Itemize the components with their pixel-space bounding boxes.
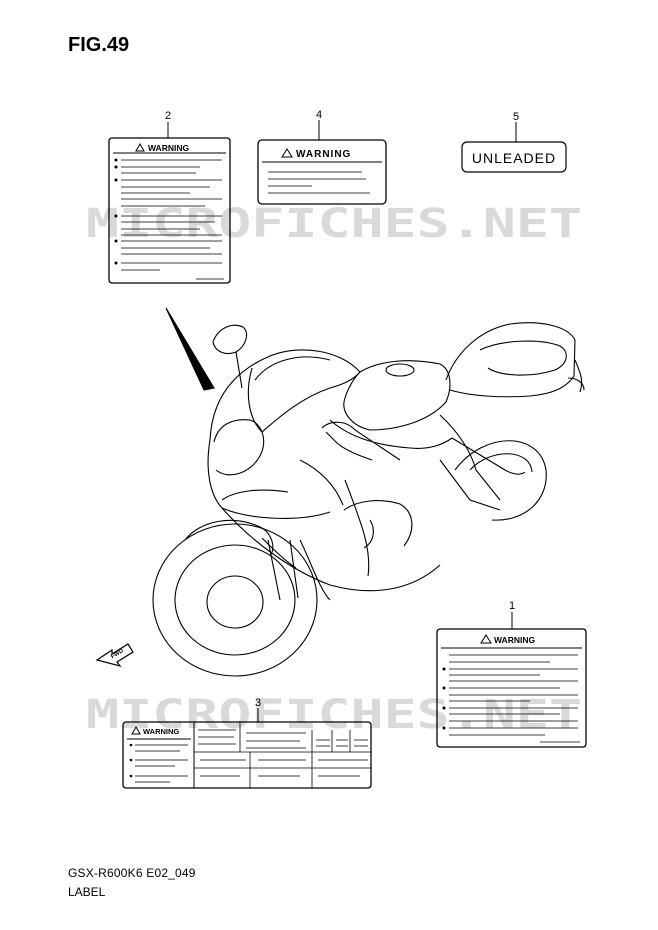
motorcycle-illustration <box>152 307 585 677</box>
label-5 <box>461 122 567 173</box>
label-1-warning-text: WARNING <box>494 635 535 645</box>
label-2 <box>108 122 231 284</box>
warning-triangle-icons <box>131 142 492 735</box>
callout-4: 4 <box>316 109 322 121</box>
figure-title: FIG.49 <box>68 34 130 56</box>
watermark-bottom: MICROFICHES.NET <box>86 692 582 738</box>
callout-3: 3 <box>255 697 261 709</box>
label-1 <box>436 612 587 748</box>
watermark-top: MICROFICHES.NET <box>86 201 582 247</box>
figure-code: GSX-R600K6 E02_049 <box>68 866 196 880</box>
label-4-warning-text: WARNING <box>296 149 351 160</box>
label-3 <box>122 708 372 789</box>
unleaded-text: UNLEADED <box>472 150 556 166</box>
label-3-warning-text: WARNING <box>143 727 179 736</box>
callout-5: 5 <box>513 111 519 123</box>
figure-name: LABEL <box>68 885 106 899</box>
callout-1: 1 <box>509 600 515 612</box>
label-2-warning-text: WARNING <box>148 143 189 153</box>
callout-2: 2 <box>165 110 171 122</box>
forward-arrow-icon <box>95 643 134 668</box>
label-4 <box>257 120 387 205</box>
